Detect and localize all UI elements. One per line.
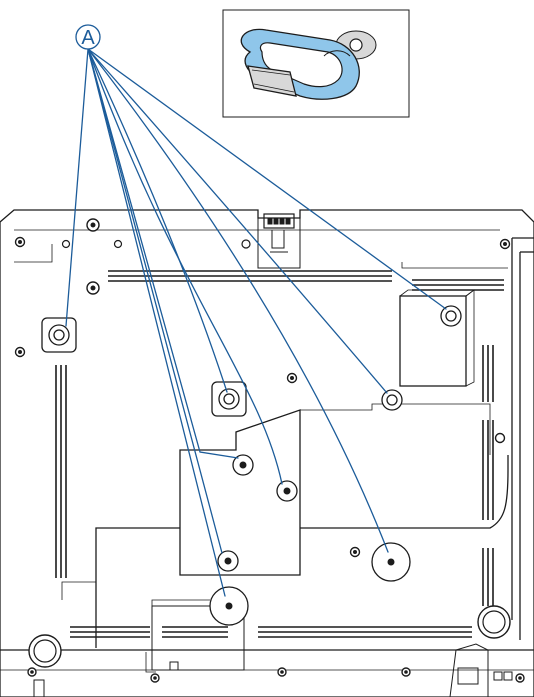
leader-line [87,48,239,459]
leader-line [87,48,228,393]
screw-icon [61,239,71,249]
screw-icon [277,667,287,677]
screw-icon [401,667,411,677]
foot-icon [28,634,62,668]
mount-point-icon [440,305,462,327]
mount-point-icon [211,381,247,417]
screw-icon [86,281,100,295]
leader-line [87,48,389,553]
mount-point-icon [41,317,77,353]
foot-icon [477,605,511,639]
projector-body [0,209,534,697]
security-shackle-icon [240,28,377,100]
callout-label-a: A [75,24,101,50]
feet-and-screws [14,218,525,683]
mount-point-icon [276,480,298,502]
mount-point-icon [381,389,403,411]
screw-icon [494,432,506,444]
top-connector [263,213,295,253]
leader-line [87,48,447,310]
screw-icon [499,238,511,250]
leader-line [65,48,89,327]
screw-icon [86,218,100,232]
body-outline [0,209,534,697]
screw-icon [113,239,123,249]
mounting-points [41,305,462,626]
screw-icon [150,673,160,683]
callout-leaders [65,48,447,597]
mount-point-icon [209,586,249,626]
screw-icon [241,239,251,249]
mount-point-icon [217,550,239,572]
leader-line [87,48,223,554]
screw-icon [27,667,37,677]
vent-slots [55,270,513,638]
leader-line [87,48,226,597]
screw-icon [515,673,525,683]
screw-icon [14,346,26,358]
leader-line [87,48,388,394]
inset-box [222,9,410,118]
mount-point-icon [371,542,411,582]
leader-line [87,48,283,485]
mount-point-icon [232,454,254,476]
callout-letter: A [81,27,95,49]
screw-icon [349,546,361,558]
screw-icon [286,372,298,384]
screw-icon [14,236,26,248]
